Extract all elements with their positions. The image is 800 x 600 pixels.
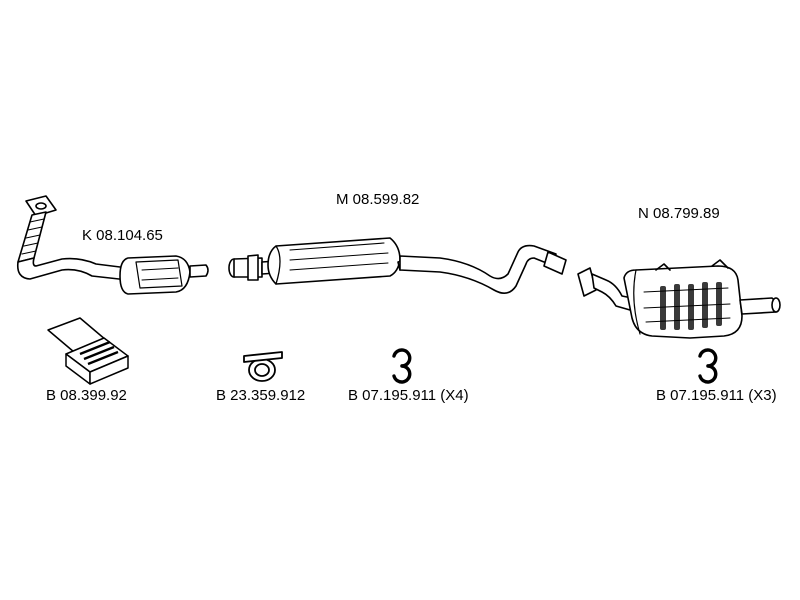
- rear-hanger-left: [655, 263, 671, 271]
- flange-hole-icon: [35, 202, 47, 210]
- converter-body: [119, 255, 191, 295]
- rubber-ring-right-drawing: [698, 348, 718, 384]
- mounting-kit-label: B 08.399.92: [46, 387, 127, 404]
- front-pipe: [16, 257, 129, 281]
- middle-silencer-label: M 08.599.82: [336, 191, 420, 208]
- clamp-drawing: [243, 351, 283, 382]
- clamp-label: B 23.359.912: [216, 387, 306, 404]
- rubber-ring-left-drawing: [392, 348, 412, 384]
- catalytic-converter-drawing: [16, 195, 209, 295]
- kit-box-side: [89, 355, 129, 385]
- rear-hanger-right: [711, 259, 729, 269]
- inlet-collar: [247, 254, 259, 281]
- silencer-body: [267, 237, 401, 285]
- converter-heat-shield: [135, 259, 183, 289]
- catalytic-converter-label: K 08.104.65: [82, 227, 163, 244]
- clamp-bolt: [243, 351, 283, 363]
- tail-pipe-end: [771, 297, 781, 313]
- rear-silencer-body: [623, 265, 743, 339]
- rear-silencer-label: N 08.799.89: [638, 205, 720, 222]
- rubber-ring-right-label: B 07.195.911 (X3): [656, 387, 777, 404]
- rear-silencer-drawing: [577, 259, 781, 339]
- clamp-ring-icon: [248, 358, 276, 382]
- outlet-flange: [543, 251, 567, 275]
- rubber-ring-left-label: B 07.195.911 (X4): [348, 387, 469, 404]
- converter-outlet: [189, 264, 209, 278]
- rear-silencer-shading: [660, 282, 722, 330]
- middle-silencer-drawing: [228, 237, 567, 294]
- rubber-ring-icon: [698, 348, 718, 368]
- mounting-kit-drawing: [47, 317, 129, 385]
- rubber-ring-icon: [392, 348, 412, 368]
- intermediate-pipe: [399, 244, 557, 294]
